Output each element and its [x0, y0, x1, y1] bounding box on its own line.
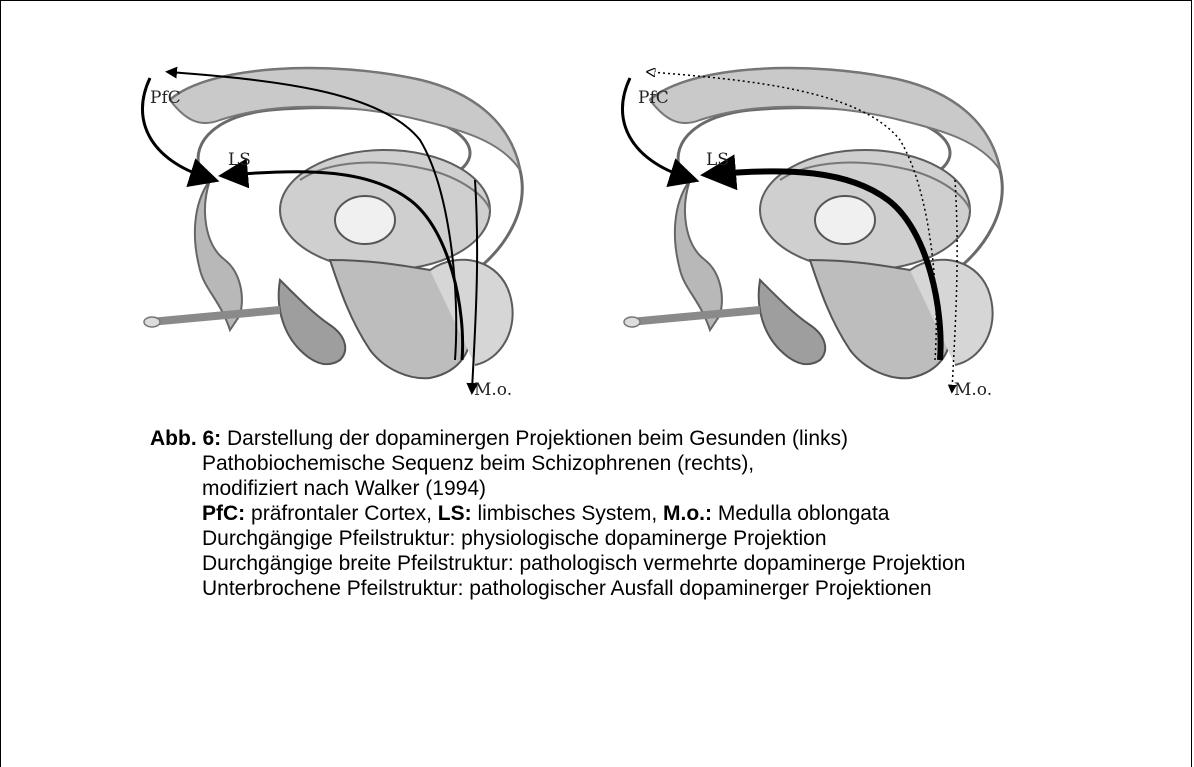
caption-title: Abb. 6: Darstellung der dopaminergen Pro… [150, 426, 1130, 451]
abbr-ls-text: limbisches System, [477, 502, 657, 525]
abbr-ls: LS: [438, 502, 472, 525]
abbr-pfc-text: präfrontaler Cortex, [251, 502, 432, 525]
caption-legend-wide: Durchgängige breite Pfeilstruktur: patho… [202, 551, 1130, 576]
abbr-mo-text: Medulla oblongata [718, 502, 890, 525]
mo-label: M.o. [954, 380, 992, 400]
ls-label: LS [706, 150, 729, 170]
caption-body: Pathobiochemische Sequenz beim Schizophr… [202, 451, 1130, 601]
ls-label: LS [228, 150, 251, 170]
caption-legend-broken: Unterbrochene Pfeilstruktur: pathologisc… [202, 576, 1130, 601]
brain-illustration-schizophrenic [610, 60, 1030, 405]
figure-number: Abb. 6: [150, 427, 221, 450]
pfc-label: PfC [638, 88, 669, 108]
abbr-mo: M.o.: [663, 502, 712, 525]
caption-abbreviations: PfC: präfrontaler Cortex, LS: limbisches… [202, 501, 1130, 526]
caption-line-3: modifiziert nach Walker (1994) [202, 476, 1130, 501]
mo-label: M.o. [474, 380, 512, 400]
caption-line-2: Pathobiochemische Sequenz beim Schizophr… [202, 451, 1130, 476]
caption-legend-solid: Durchgängige Pfeilstruktur: physiologisc… [202, 526, 1130, 551]
pfc-label: PfC [150, 88, 181, 108]
figure-caption: Abb. 6: Darstellung der dopaminergen Pro… [150, 426, 1130, 601]
brain-illustration-healthy [130, 60, 550, 405]
brain-figure-schizophrenic: PfC LS M.o. [610, 60, 1030, 405]
caption-line-1: Darstellung der dopaminergen Projektione… [227, 427, 848, 450]
abbr-pfc: PfC: [202, 502, 245, 525]
brain-figure-healthy: PfC LS M.o. [130, 60, 550, 405]
